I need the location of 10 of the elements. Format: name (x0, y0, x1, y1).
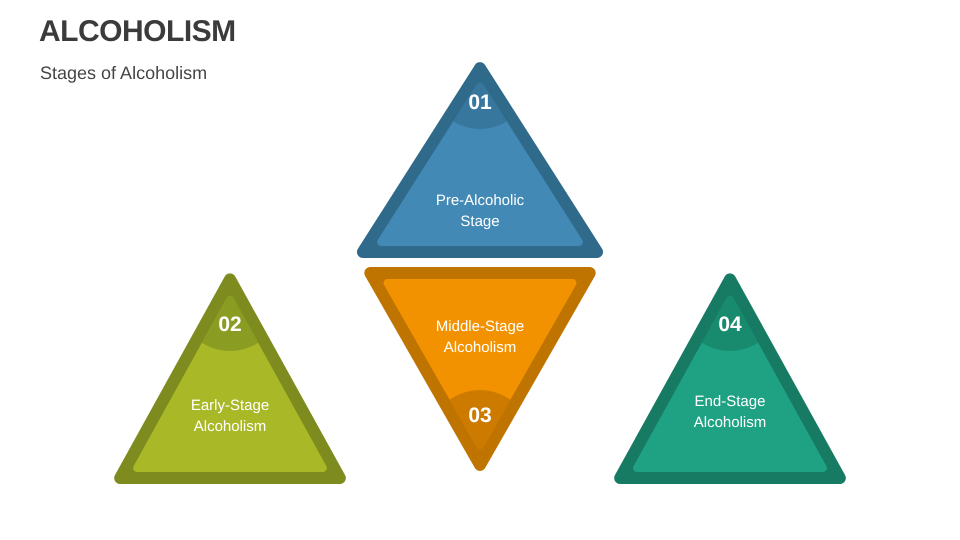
stage-label: Middle-Stage Alcoholism (435, 317, 525, 358)
step-number: 03 (468, 404, 492, 428)
stage-label: Pre-Alcoholic Stage (435, 191, 525, 232)
title: ALCOHOLISM (39, 14, 236, 50)
subtitle: Stages of Alcoholism (40, 62, 208, 84)
step-number: 04 (718, 313, 742, 337)
stage-label: End-Stage Alcoholism (693, 392, 767, 433)
step-number: 01 (468, 91, 492, 115)
stage-label: Early-Stage Alcoholism (190, 396, 270, 437)
step-number: 02 (218, 313, 242, 337)
